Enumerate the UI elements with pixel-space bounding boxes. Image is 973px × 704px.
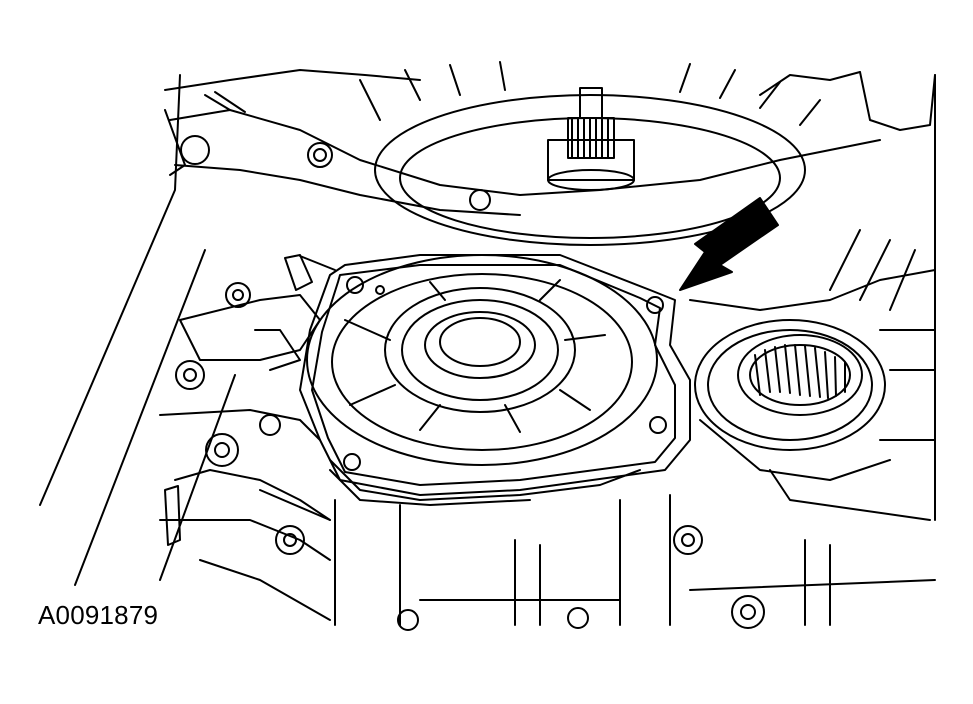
lower-casting bbox=[260, 490, 935, 625]
needle-bearing bbox=[695, 320, 890, 480]
bolt-heads bbox=[165, 283, 764, 630]
left-casting bbox=[160, 295, 330, 620]
upper-bracket bbox=[170, 92, 880, 215]
cover-plate bbox=[300, 255, 690, 505]
pointer-arrow bbox=[680, 198, 778, 290]
input-shaft bbox=[548, 88, 634, 190]
right-housing bbox=[690, 230, 935, 520]
figure-reference-code: A0091879 bbox=[38, 600, 159, 630]
left-tube bbox=[255, 255, 335, 370]
housing-outline bbox=[40, 70, 935, 585]
